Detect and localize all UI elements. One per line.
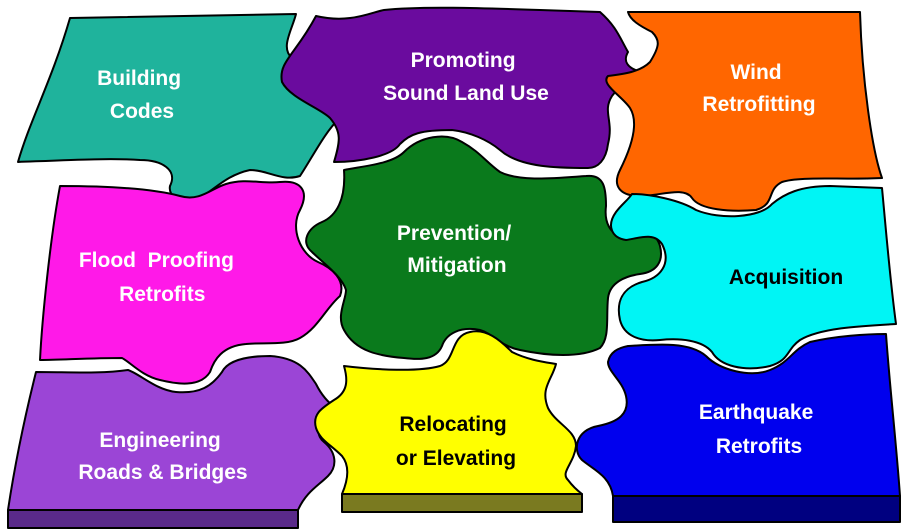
label-engineering-line2: Roads & Bridges	[78, 461, 247, 484]
earthquake-edge	[612, 495, 901, 523]
label-acquisition: Acquisition	[729, 266, 843, 289]
label-engineering-roads-bridges: Engineering Roads & Bridges	[78, 429, 247, 484]
piece-prevention-mitigation	[305, 135, 662, 360]
label-flood-line2: Retrofits	[119, 283, 205, 306]
piece-building-codes	[17, 13, 341, 202]
piece-earthquake-retrofits	[575, 333, 901, 497]
label-prevention-line1: Prevention/	[397, 222, 512, 245]
label-earthquake-line2: Retrofits	[716, 435, 802, 458]
label-wind-line2: Retrofitting	[702, 93, 815, 116]
label-relocating-line1: Relocating	[399, 413, 506, 436]
label-relocating-or-elevating: Relocating or Elevating	[396, 413, 516, 470]
label-wind-line1: Wind	[731, 61, 782, 84]
engineering-edge	[7, 509, 299, 529]
label-engineering-line1: Engineering	[99, 429, 220, 452]
label-building-codes-line2: Codes	[110, 100, 174, 123]
piece-acquisition	[610, 185, 897, 370]
relocating-edge	[341, 493, 583, 513]
label-prevention-line2: Mitigation	[407, 254, 506, 277]
label-relocating-line2: or Elevating	[396, 447, 516, 470]
label-flood-line1: Flood Proofing	[79, 249, 234, 272]
label-promoting-line2: Sound Land Use	[383, 82, 549, 105]
label-promoting-line1: Promoting	[411, 49, 516, 72]
label-acquisition-line1: Acquisition	[729, 266, 843, 289]
label-earthquake-line1: Earthquake	[699, 401, 813, 424]
piece-flood-proofing-retrofits	[39, 180, 343, 385]
label-promoting-sound-land-use: Promoting Sound Land Use	[383, 49, 549, 105]
label-building-codes: Building Codes	[97, 67, 187, 123]
label-prevention-mitigation: Prevention/ Mitigation	[397, 222, 517, 277]
label-building-codes-line1: Building	[97, 67, 181, 90]
piece-engineering-roads-bridges	[7, 355, 337, 511]
piece-promoting-sound-land-use	[280, 6, 657, 169]
label-earthquake-retrofits: Earthquake Retrofits	[699, 401, 819, 458]
label-flood-proofing-retrofits: Flood Proofing Retrofits	[0, 0, 263, 306]
label-wind-retrofitting: Wind Retrofitting	[702, 61, 815, 116]
